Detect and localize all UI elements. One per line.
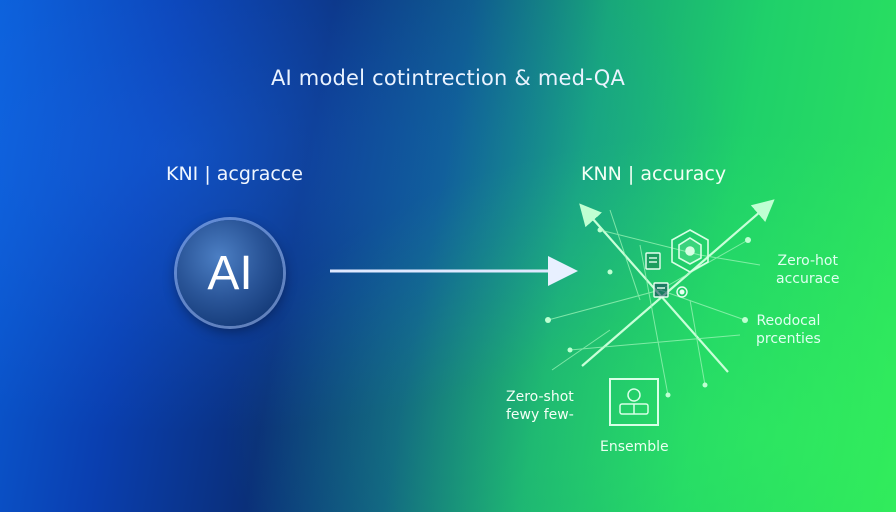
zero-shot-few-shot-label: Zero-shot fewy few- <box>506 389 574 423</box>
ensemble-box <box>609 378 659 426</box>
ai-badge: AI <box>177 220 283 326</box>
reducal-properties-label: Reodocal prcenties <box>756 313 821 347</box>
user-group-icon <box>619 388 649 415</box>
gear-icon <box>676 286 688 298</box>
page-title: AI model cotintrection & med-QA <box>270 66 626 90</box>
network-links <box>547 209 761 396</box>
ensemble-label: Ensemble <box>600 439 669 455</box>
document-icon <box>653 282 669 298</box>
left-metric-label: KNI | acgracce <box>166 163 303 185</box>
right-metric-label: KNN | accuracy <box>581 163 727 185</box>
diagonal-arrow <box>581 199 775 367</box>
hexagon-network-icon <box>671 229 709 273</box>
zero-shot-accuracy-label: Zero-hot accurace <box>776 253 840 287</box>
network-nodes <box>545 227 751 398</box>
document-icon <box>645 252 661 270</box>
